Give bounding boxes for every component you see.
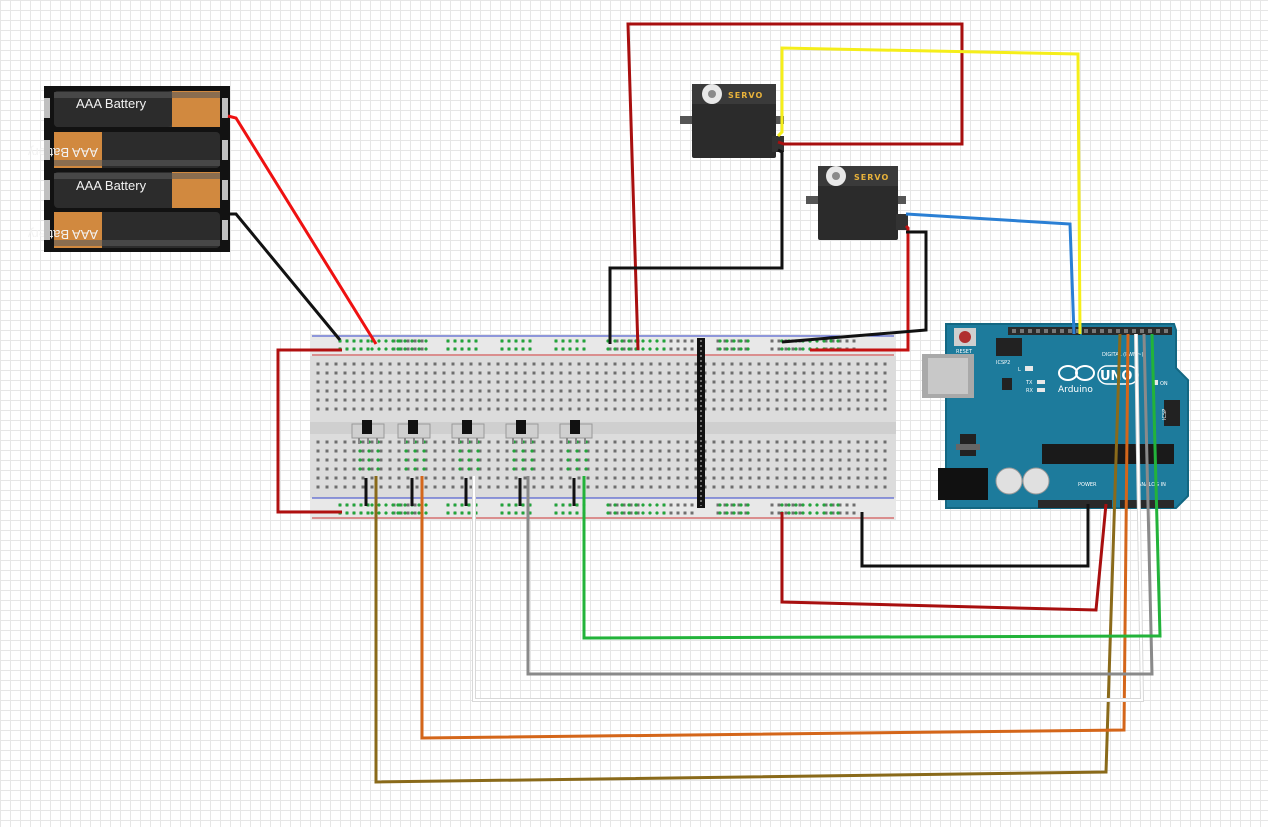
wire-green[interactable] [582,333,1162,640]
wire-black[interactable] [781,230,928,344]
battery-label: AAA Battery [27,145,98,160]
servo-label: SERVO [854,173,889,182]
servo-2[interactable]: SERVO [806,166,908,240]
slide-switch[interactable] [451,420,485,444]
tx-label: TX [1025,380,1033,386]
dc-jack [938,468,988,500]
battery-label: AAA Battery [76,96,147,111]
digital-label: DIGITAL (PWM~) [1102,352,1144,358]
battery-label: AAA Battery [27,227,98,242]
capacitor [1022,467,1050,495]
wire-black[interactable] [228,212,342,341]
wire-red[interactable] [276,348,342,514]
slide-switch[interactable] [559,420,593,444]
on-label: ON [1160,381,1168,387]
battery-cell-2: AAA Battery [27,132,220,168]
l-label: L [1018,367,1021,373]
icsp2-label: ICSP2 [996,360,1010,366]
wire-red[interactable] [810,224,910,352]
battery-pack: AAA Battery AAA Battery AAA Battery AAA … [27,86,230,252]
wire-gray[interactable] [526,333,1154,676]
power-header [1038,500,1112,508]
uno-text: UNO [1100,369,1133,384]
servo-label: SERVO [728,91,763,100]
rx-label: RX [1026,388,1033,394]
arduino-logo-text: Arduino [1058,385,1093,395]
battery-cell-3: AAA Battery [54,172,220,208]
servo-1[interactable]: SERVO [680,84,784,158]
wire-red[interactable] [780,503,1108,612]
wire-orange[interactable] [420,333,1130,740]
breadboard [310,334,896,520]
power-label: POWER [1078,482,1097,488]
icsp-label: ICSP [1162,409,1168,420]
slide-switches [351,420,593,444]
wire-black[interactable] [608,148,784,344]
wires [227,22,1162,784]
wire-blue[interactable] [905,212,1076,335]
battery-label: AAA Battery [76,178,147,193]
capacitor [995,467,1023,495]
wire-red[interactable] [227,114,378,345]
jumper-wire-vertical [697,338,705,508]
battery-cell-1: AAA Battery [54,91,220,127]
slide-switch[interactable] [397,420,431,444]
wire-yellow[interactable] [776,46,1082,335]
slide-switch[interactable] [505,420,539,444]
wire-black[interactable] [860,504,1090,568]
battery-cell-4: AAA Battery [27,212,220,248]
reset-label: RESET [956,349,973,355]
wire-brown[interactable] [374,333,1122,784]
wire-red[interactable] [626,22,964,351]
analog-label: ANALOG IN [1138,482,1166,488]
wire-white[interactable] [473,333,1144,701]
atmega-chip [1042,444,1174,464]
slide-switch[interactable] [351,420,385,444]
